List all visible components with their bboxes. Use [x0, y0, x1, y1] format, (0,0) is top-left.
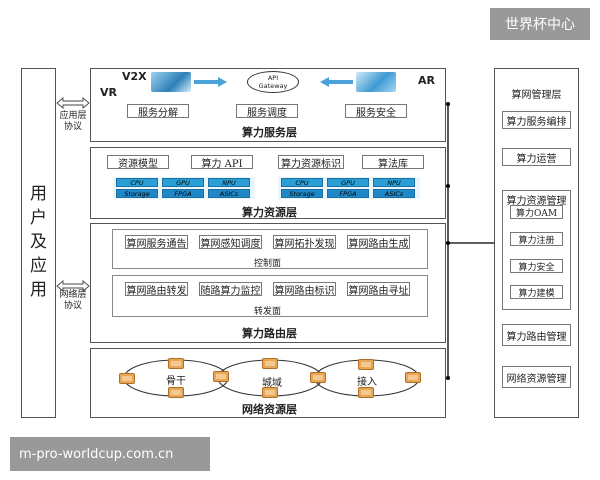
route-generation-box: 算网路由生成 [347, 235, 410, 250]
compute-api-box: 算力 API [191, 155, 253, 170]
compute-orchestration-box: 算力服务编排 [502, 111, 571, 129]
control-plane-title: 控制面 [254, 259, 282, 269]
chip-gpu: GPU [327, 178, 369, 187]
network-node [310, 372, 326, 383]
sense-schedule-box: 算网感知调度 [199, 235, 262, 250]
compute-resource-id-box: 算力资源标识 [278, 155, 344, 170]
compute-modeling-box: 算力建模 [510, 285, 563, 299]
network-node [358, 387, 374, 398]
vr-label: VR [100, 86, 117, 99]
resource-management-title: 算力资源管理 [506, 196, 567, 207]
ar-label: AR [418, 74, 435, 87]
network-node [119, 373, 135, 384]
path-monitor-box: 随路算力监控 [199, 282, 262, 297]
route-forward-box: 算网路由转发 [125, 282, 188, 297]
backbone-label: 骨干 [166, 376, 186, 387]
network-layer-title: 网络资源层 [242, 403, 297, 416]
chip-npu: NPU [208, 178, 250, 187]
compute-operation-box: 算力运营 [502, 148, 571, 166]
service-decompose-box: 服务分解 [127, 104, 189, 119]
network-node [358, 359, 374, 370]
compute-security-box: 算力安全 [510, 259, 563, 273]
management-title: 算网管理层 [511, 90, 562, 101]
chip-asics: ASICs [373, 189, 415, 198]
resource-layer-title: 算力资源层 [242, 206, 297, 219]
network-node [262, 358, 278, 369]
resource-model-box: 资源模型 [107, 155, 169, 170]
chip-cpu: CPU [116, 178, 158, 187]
vehicle-image [151, 72, 191, 92]
arrow-from-ar-icon [320, 77, 353, 87]
arrow-to-gateway-icon [194, 77, 227, 87]
app-protocol-arrow [56, 97, 90, 109]
chip-storage: Storage [116, 189, 158, 198]
forwarding-plane-title: 转发面 [254, 307, 282, 317]
service-layer-title: 算力服务层 [242, 126, 297, 139]
ar-image [356, 72, 396, 92]
chip-fpga: FPGA [327, 189, 369, 198]
network-node [168, 358, 184, 369]
chip-gpu: GPU [162, 178, 204, 187]
algorithm-library-box: 算法库 [362, 155, 424, 170]
metro-label: 城域 [262, 378, 282, 389]
service-security-box: 服务安全 [345, 104, 407, 119]
routing-layer-title: 算力路由层 [242, 327, 297, 340]
network-node [213, 371, 229, 382]
route-identify-box: 算网路由标识 [273, 282, 336, 297]
watermark-top: 世界杯中心 [490, 8, 590, 40]
chip-npu: NPU [373, 178, 415, 187]
chip-fpga: FPGA [162, 189, 204, 198]
route-address-box: 算网路由寻址 [347, 282, 410, 297]
topology-discovery-box: 算网拓扑发现 [273, 235, 336, 250]
network-resource-management-box: 网络资源管理 [502, 366, 571, 388]
net-protocol-label: 网络层 协议 [59, 290, 87, 311]
service-schedule-box: 服务调度 [236, 104, 298, 119]
chip-cpu: CPU [281, 178, 323, 187]
compute-register-box: 算力注册 [510, 232, 563, 246]
network-node [405, 372, 421, 383]
compute-oam-box: 算力OAM [510, 205, 563, 219]
v2x-label: V2X [122, 70, 147, 83]
network-node [262, 387, 278, 398]
api-gateway: API Gateway [247, 71, 299, 93]
user-application-panel [21, 68, 56, 418]
access-label: 接入 [357, 377, 377, 388]
chip-storage: Storage [281, 189, 323, 198]
net-protocol-arrow [56, 280, 90, 292]
app-protocol-label: 应用层 协议 [59, 111, 87, 132]
user-application-label: 用 户 及 应 用 [30, 184, 47, 300]
management-connectors [446, 102, 494, 380]
chip-asics: ASICs [208, 189, 250, 198]
watermark-bottom: m-pro-worldcup.com.cn [10, 437, 210, 471]
network-node [168, 387, 184, 398]
route-management-box: 算力路由管理 [502, 324, 571, 346]
service-announce-box: 算网服务通告 [125, 235, 188, 250]
